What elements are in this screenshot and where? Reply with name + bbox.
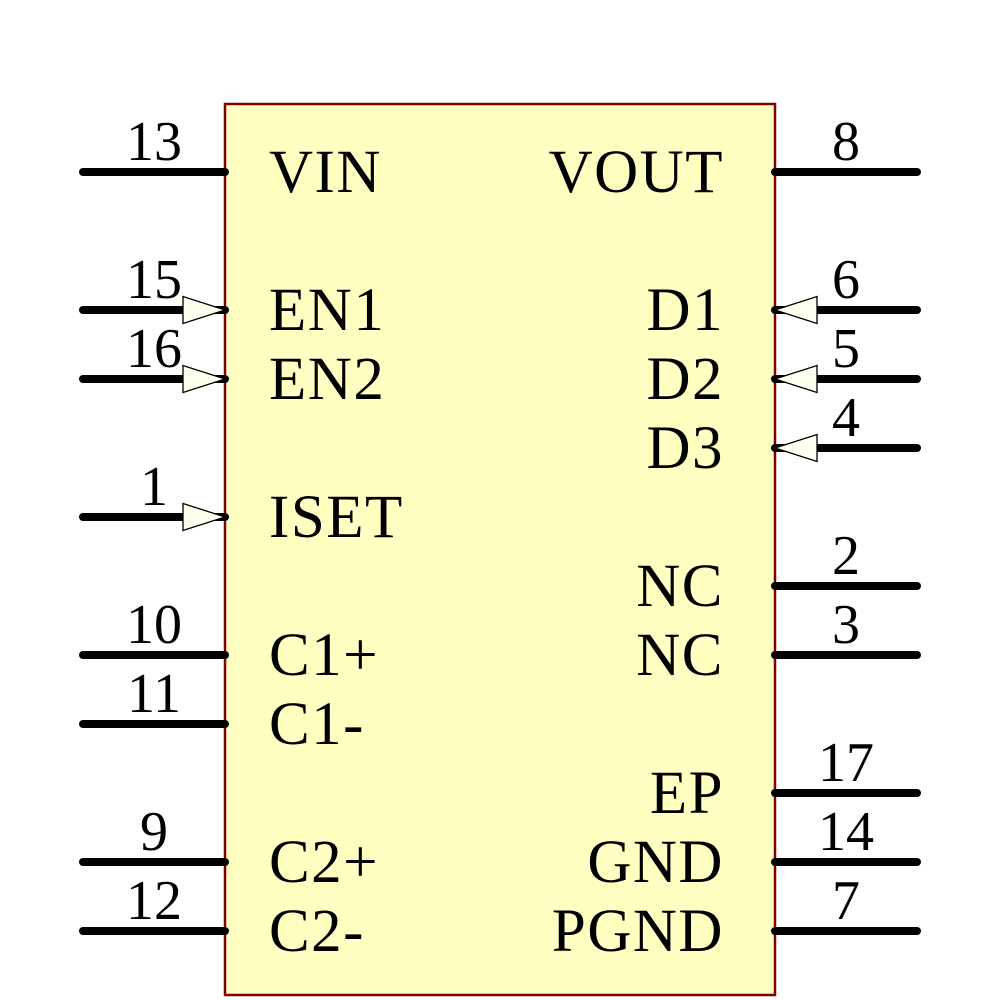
pin-number: 6 xyxy=(832,249,860,311)
pin-vout-8: 8 VOUT xyxy=(549,111,921,206)
pin-number: 17 xyxy=(818,732,874,794)
input-arrow-icon xyxy=(182,502,228,532)
pin-number: 16 xyxy=(126,318,182,380)
pin-number: 3 xyxy=(832,594,860,656)
pin-name-label: EN1 xyxy=(269,277,385,344)
pin-name-label: C2+ xyxy=(269,829,379,896)
pin-number: 4 xyxy=(832,387,860,449)
pin-name-label: C2- xyxy=(269,898,365,965)
symbol-body[interactable] xyxy=(223,102,777,997)
pin-en1-15: 15 EN1 xyxy=(79,249,385,344)
pin-name-label: EN2 xyxy=(269,346,385,413)
pin-name-label: C1- xyxy=(269,691,365,758)
input-arrow-icon xyxy=(182,295,228,325)
input-arrow-icon xyxy=(182,364,228,394)
pin-d1-6: 6 D1 xyxy=(646,249,921,344)
pin-en2-16: 16 EN2 xyxy=(79,318,385,413)
pin-name-label: NC xyxy=(636,553,724,620)
pin-number: 1 xyxy=(140,456,168,518)
pin-number: 12 xyxy=(126,870,182,932)
pin-c2-12: 12 C2- xyxy=(79,870,365,965)
pin-name-label: EP xyxy=(650,760,724,827)
pin-c2-9: 9 C2+ xyxy=(79,801,379,896)
pin-nc-2: 2 NC xyxy=(636,525,921,620)
pin-name-label: C1+ xyxy=(269,622,379,689)
pin-number: 15 xyxy=(126,249,182,311)
pin-name-label: NC xyxy=(636,622,724,689)
pin-number: 14 xyxy=(818,801,874,863)
pin-number: 5 xyxy=(832,318,860,380)
pin-c1-11: 11 C1- xyxy=(79,663,365,758)
pin-iset-1: 1 ISET xyxy=(79,456,404,551)
pin-number: 2 xyxy=(832,525,860,587)
pin-name-label: D2 xyxy=(646,346,724,413)
pin-name-label: D3 xyxy=(646,415,724,482)
pin-name-label: D1 xyxy=(646,277,724,344)
pin-ep-17: 17 EP xyxy=(650,732,921,827)
pin-name-label: PGND xyxy=(552,898,724,965)
pin-number: 10 xyxy=(126,594,182,656)
pin-number: 8 xyxy=(832,111,860,173)
pin-number: 11 xyxy=(127,663,181,725)
pin-gnd-14: 14 GND xyxy=(587,801,921,896)
pin-d2-5: 5 D2 xyxy=(646,318,921,413)
pin-number: 9 xyxy=(140,801,168,863)
pin-pgnd-7: 7 PGND xyxy=(552,870,921,965)
pin-name-label: ISET xyxy=(269,484,404,551)
input-arrow-icon xyxy=(772,433,818,463)
input-arrow-icon xyxy=(772,295,818,325)
pin-d3-4: 4 D3 xyxy=(646,387,921,482)
pin-number: 13 xyxy=(126,111,182,173)
input-arrow-icon xyxy=(772,364,818,394)
pin-name-label: GND xyxy=(587,829,724,896)
pin-vin-13: 13 VIN xyxy=(79,111,382,206)
pin-c1-10: 10 C1+ xyxy=(79,594,379,689)
pin-nc-3: 3 NC xyxy=(636,594,921,689)
pin-number: 7 xyxy=(832,870,860,932)
pin-name-label: VOUT xyxy=(549,139,724,206)
pin-name-label: VIN xyxy=(269,139,382,206)
